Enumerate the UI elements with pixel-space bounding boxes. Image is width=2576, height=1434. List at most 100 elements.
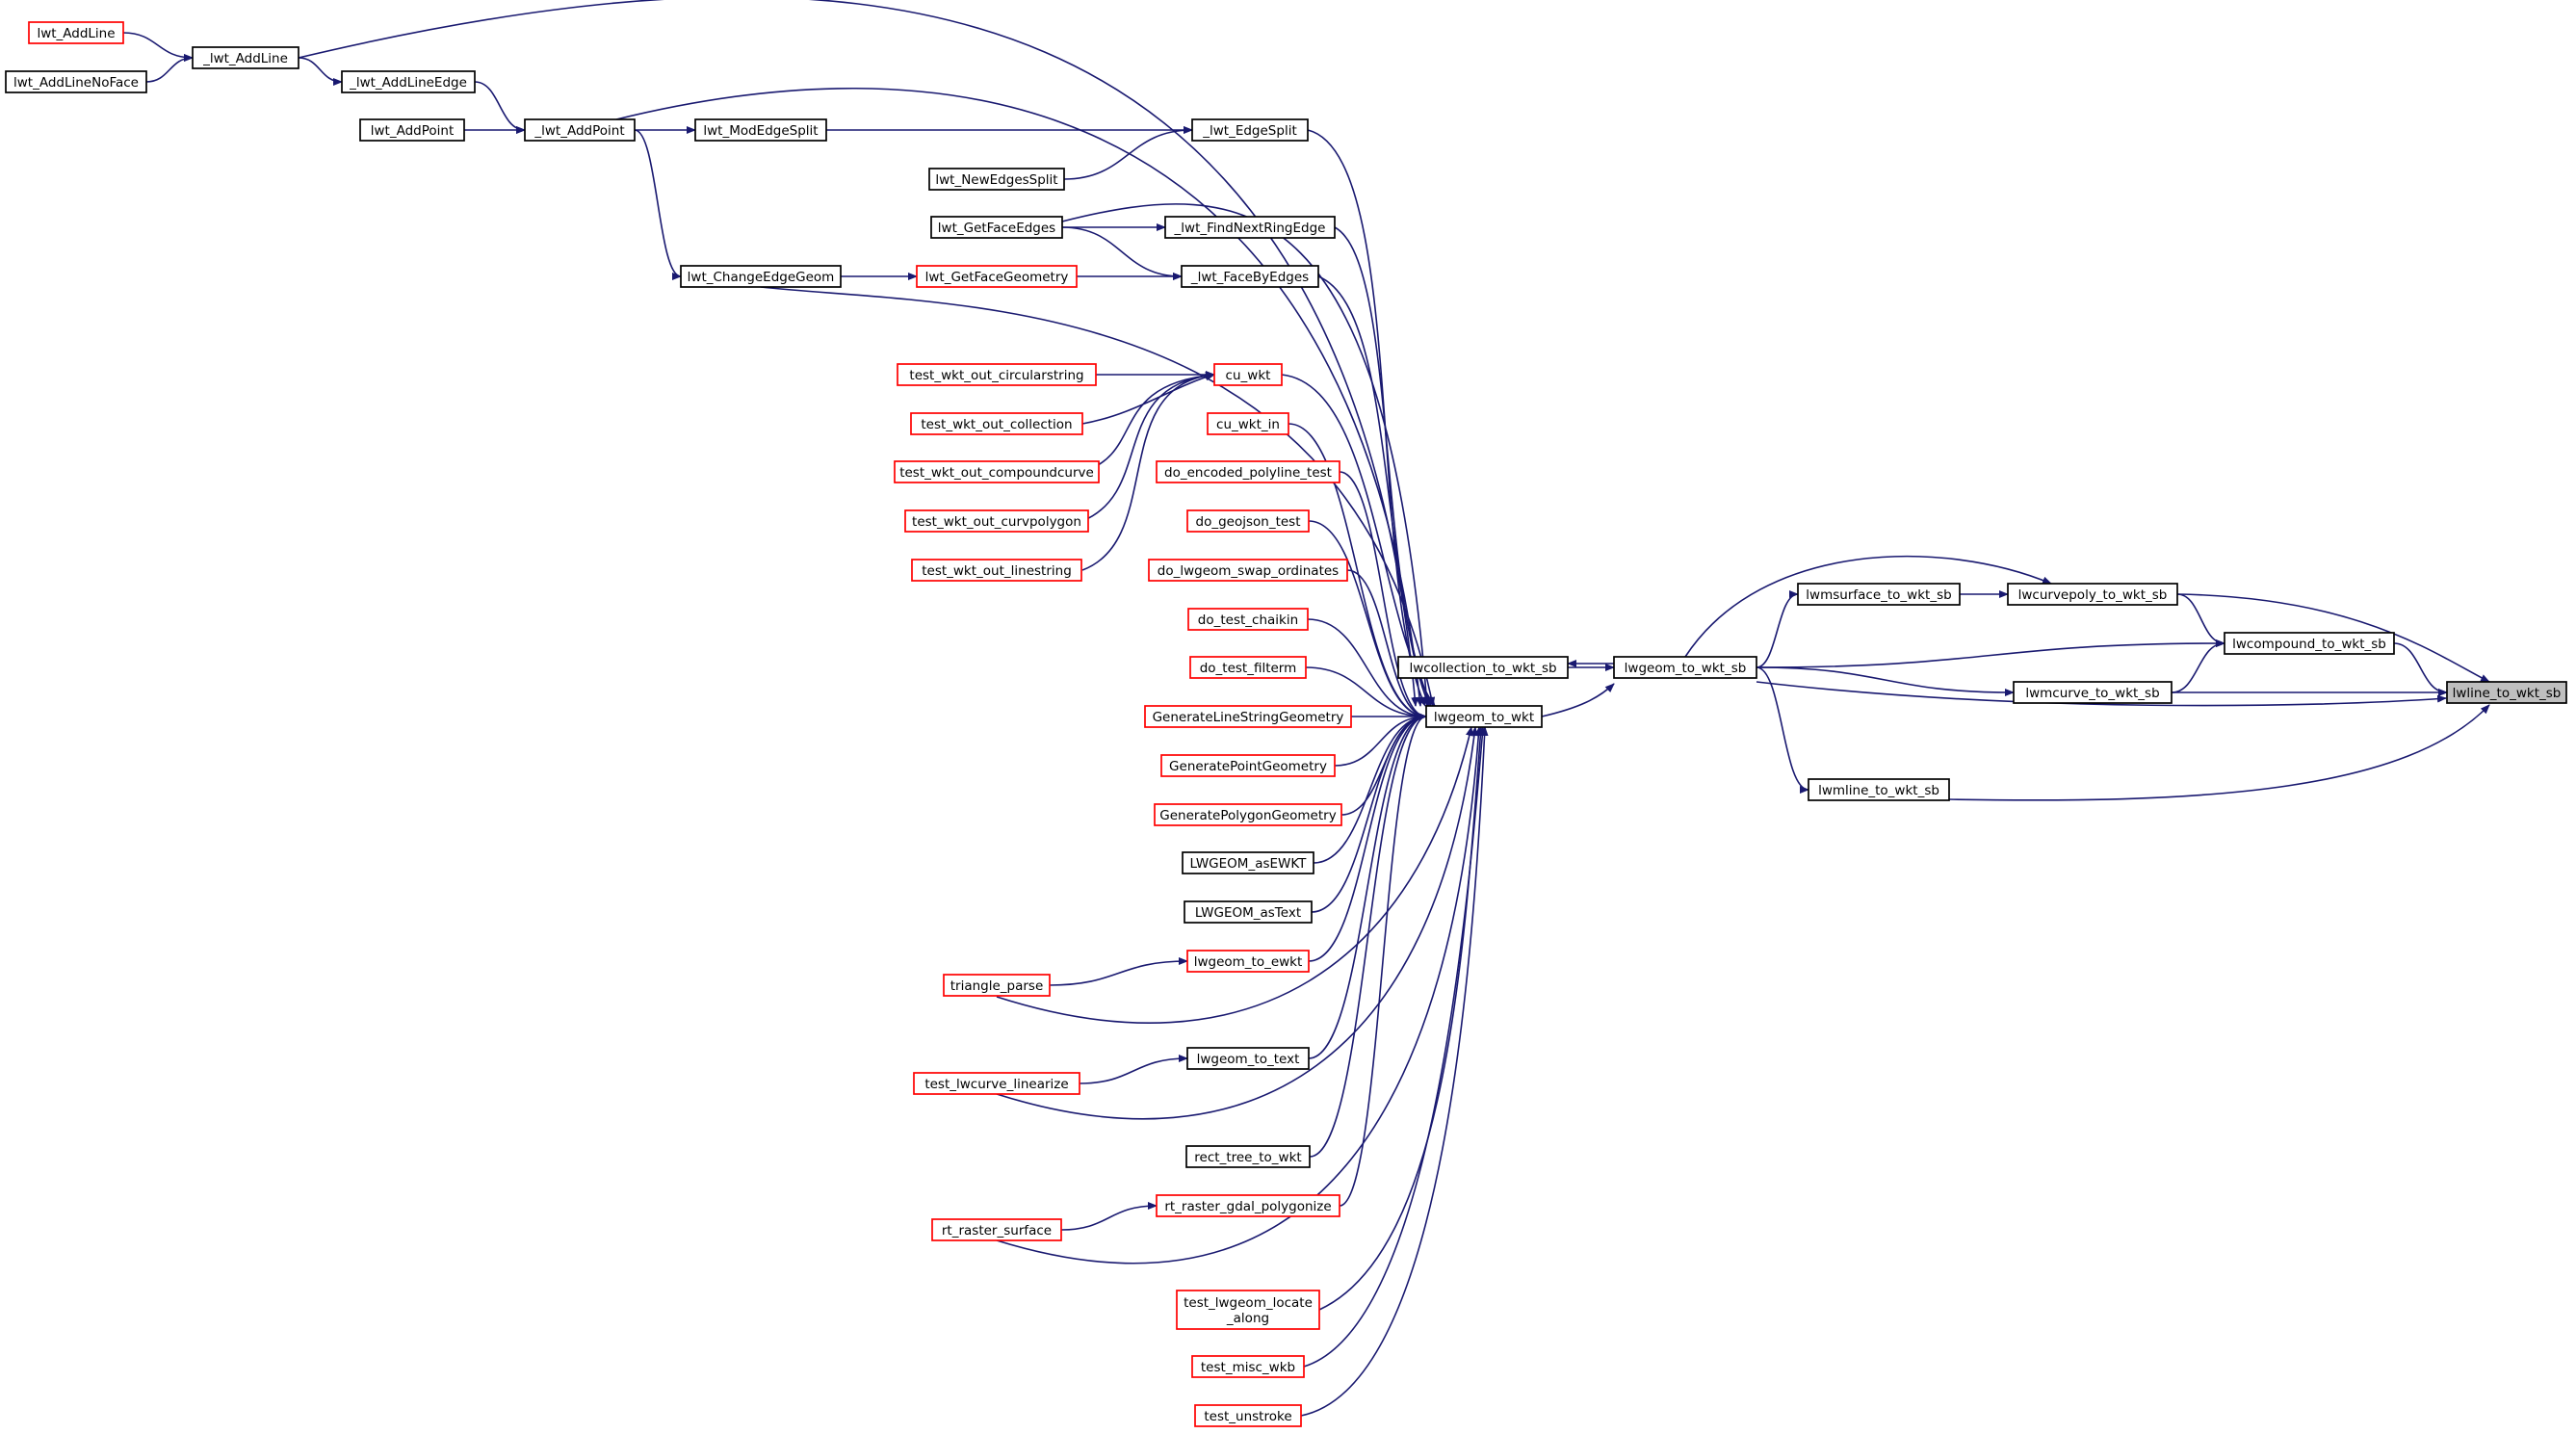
node--lwt-AddLineEdge[interactable]: _lwt_AddLineEdge [341,70,476,93]
node-rt-raster-gdal-polygonize[interactable]: rt_raster_gdal_polygonize [1156,1194,1340,1217]
edge-do_geojson_test-to-lwgeom_to_wkt [1308,520,1427,720]
node-box [1613,656,1757,679]
node-lwt-AddPoint[interactable]: lwt_AddPoint [359,118,465,142]
node-LWGEOM-asText[interactable]: LWGEOM_asText [1184,900,1313,924]
node-box [1186,950,1310,973]
edge-path [1756,666,2015,696]
edge-_lwt_FaceByEdges-to-lwgeom_to_wkt [1317,275,1432,707]
edge-path [1061,226,1183,280]
node-LWGEOM-asEWKT[interactable]: LWGEOM_asEWKT [1182,851,1314,874]
node-box [2013,681,2173,704]
node-test-lwgeom-locate-along[interactable]: test_lwgeom_locate_along [1176,1290,1320,1330]
edge-lwmcurve_to_wkt_sb-to-lwcompound_to_wkt_sb [2171,639,2225,693]
node-label: _lwt_FindNextRingEdge [1174,221,1326,236]
edge-test_wkt_out_curvpolygon-to-cu_wkt [1081,371,1215,522]
edge-_lwt_AddPoint-to-lwgeom_to_wkt [615,87,1424,707]
node-lwt-NewEdgesSplit[interactable]: lwt_NewEdgesSplit [928,168,1065,191]
node-lwmline-to-wkt-sb[interactable]: lwmline_to_wkt_sb [1808,778,1950,801]
node-test-wkt-out-collection[interactable]: test_wkt_out_collection [910,412,1083,435]
node-label: LWGEOM_asText [1195,905,1301,921]
node-test-wkt-out-compoundcurve[interactable]: test_wkt_out_compoundcurve [894,460,1100,483]
node-lwt-AddLineNoFace[interactable]: lwt_AddLineNoFace [5,70,147,93]
node-test-misc-wkb[interactable]: test_misc_wkb [1191,1355,1305,1378]
node-GenerateLineStringGeometry[interactable]: GenerateLineStringGeometry [1144,705,1352,728]
node-test-wkt-out-circularstring[interactable]: test_wkt_out_circularstring [897,363,1097,386]
edge-lwcompound_to_wkt_sb-to-lwline_to_wkt_sb [2393,642,2448,696]
edge-lwgeom_to_wkt_sb-to-lwmsurface_to_wkt_sb [1756,590,1799,668]
node--lwt-AddPoint[interactable]: _lwt_AddPoint [524,118,636,142]
node-label: cu_wkt_in [1216,417,1280,432]
node-label: lwgeom_to_ewkt [1194,954,1303,970]
node-test-unstroke[interactable]: test_unstroke [1194,1404,1302,1427]
node-do-encoded-polyline-test[interactable]: do_encoded_polyline_test [1156,460,1340,483]
node-lwgeom-to-text[interactable]: lwgeom_to_text [1186,1047,1310,1070]
node--lwt-FindNextRingEdge[interactable]: _lwt_FindNextRingEdge [1164,216,1336,239]
node--lwt-AddLine[interactable]: _lwt_AddLine [192,46,299,69]
edge-lwgeom_to_wkt_sb-to-lwcurvepoly_to_wkt_sb [1684,555,2052,658]
edge-path [1311,713,1427,913]
node-box [1191,118,1309,142]
node-lwmsurface-to-wkt-sb[interactable]: lwmsurface_to_wkt_sb [1797,583,1961,606]
node-box [1186,509,1310,533]
node-lwcollection-to-wkt-sb[interactable]: lwcollection_to_wkt_sb [1397,656,1569,679]
edge-layer [122,0,2490,1417]
node-test-wkt-out-linestring[interactable]: test_wkt_out_linestring [911,559,1082,582]
node-do-geojson-test[interactable]: do_geojson_test [1186,509,1310,533]
node-label: lwmcurve_to_wkt_sb [2025,686,2159,701]
node-do-test-filterm[interactable]: do_test_filterm [1189,656,1307,679]
edge-path [996,726,1473,1024]
edge-triangle_parse-to-lwgeom_to_ewkt [1049,957,1188,986]
node-lwt-GetFaceGeometry[interactable]: lwt_GetFaceGeometry [916,265,1078,288]
node-label: test_lwgeom_locate [1184,1295,1313,1311]
edge-lwgeom_to_text-to-lwgeom_to_wkt [1308,713,1427,1059]
node-box [1194,1404,1302,1427]
node-box [916,265,1078,288]
node-label: do_test_chaikin [1198,613,1298,628]
node-box [2446,681,2567,704]
edge-path [1308,713,1427,962]
node-box [1181,265,1319,288]
node-triangle-parse[interactable]: triangle_parse [943,974,1051,997]
node-label: lwcompound_to_wkt_sb [2232,637,2386,652]
node-lwt-AddLine[interactable]: lwt_AddLine [28,21,124,44]
node-lwcurvepoly-to-wkt-sb[interactable]: lwcurvepoly_to_wkt_sb [2007,583,2178,606]
node-lwgeom-to-wkt[interactable]: lwgeom_to_wkt [1425,705,1543,728]
node-test-wkt-out-curvpolygon[interactable]: test_wkt_out_curvpolygon [904,509,1089,533]
node-test-lwcurve-linearize[interactable]: test_lwcurve_linearize [913,1072,1080,1095]
node-rt-raster-surface[interactable]: rt_raster_surface [931,1218,1062,1241]
node-lwgeom-to-ewkt[interactable]: lwgeom_to_ewkt [1186,950,1310,973]
node-rect-tree-to-wkt[interactable]: rect_tree_to_wkt [1185,1145,1311,1168]
node-GeneratePointGeometry[interactable]: GeneratePointGeometry [1160,754,1336,777]
node--lwt-EdgeSplit[interactable]: _lwt_EdgeSplit [1191,118,1309,142]
node-lwline-to-wkt-sb[interactable]: lwline_to_wkt_sb [2446,681,2567,704]
edge-lwt_NewEdgesSplit-to-_lwt_EdgeSplit [1063,126,1193,180]
edge-test_misc_wkb-to-lwgeom_to_wkt [1303,726,1487,1368]
node-lwcompound-to-wkt-sb[interactable]: lwcompound_to_wkt_sb [2224,632,2395,655]
node-box [1185,1145,1311,1168]
node-cu-wkt[interactable]: cu_wkt [1213,363,1283,386]
node-do-lwgeom-swap-ordinates[interactable]: do_lwgeom_swap_ordinates [1148,559,1348,582]
node--lwt-FaceByEdges[interactable]: _lwt_FaceByEdges [1181,265,1319,288]
node-lwmcurve-to-wkt-sb[interactable]: lwmcurve_to_wkt_sb [2013,681,2173,704]
node-lwt-ChangeEdgeGeom[interactable]: lwt_ChangeEdgeGeom [680,265,842,288]
edge-path [122,32,194,62]
node-GeneratePolygonGeometry[interactable]: GeneratePolygonGeometry [1154,803,1342,826]
node-box [943,974,1051,997]
node-label: lwt_ChangeEdgeGeom [688,270,835,285]
node-label: test_wkt_out_circularstring [909,368,1083,383]
edge-path [1339,713,1427,1207]
node-label: LWGEOM_asEWKT [1190,856,1308,872]
edge-path [1303,726,1487,1368]
edge-_lwt_EdgeSplit-to-lwgeom_to_wkt [1307,129,1426,707]
edge-path [1300,726,1489,1417]
node-do-test-chaikin[interactable]: do_test_chaikin [1187,608,1309,631]
node-box [1213,363,1283,386]
node-lwt-GetFaceEdges[interactable]: lwt_GetFaceEdges [930,216,1063,239]
node-lwt-ModEdgeSplit[interactable]: lwt_ModEdgeSplit [694,118,827,142]
node-lwgeom-to-wkt-sb[interactable]: lwgeom_to_wkt_sb [1613,656,1757,679]
edge-path [1061,203,1431,707]
edge-lwcurvepoly_to_wkt_sb-to-lwcompound_to_wkt_sb [2176,593,2225,647]
node-cu-wkt-in[interactable]: cu_wkt_in [1207,412,1289,435]
node-box [694,118,827,142]
node-box [5,70,147,93]
